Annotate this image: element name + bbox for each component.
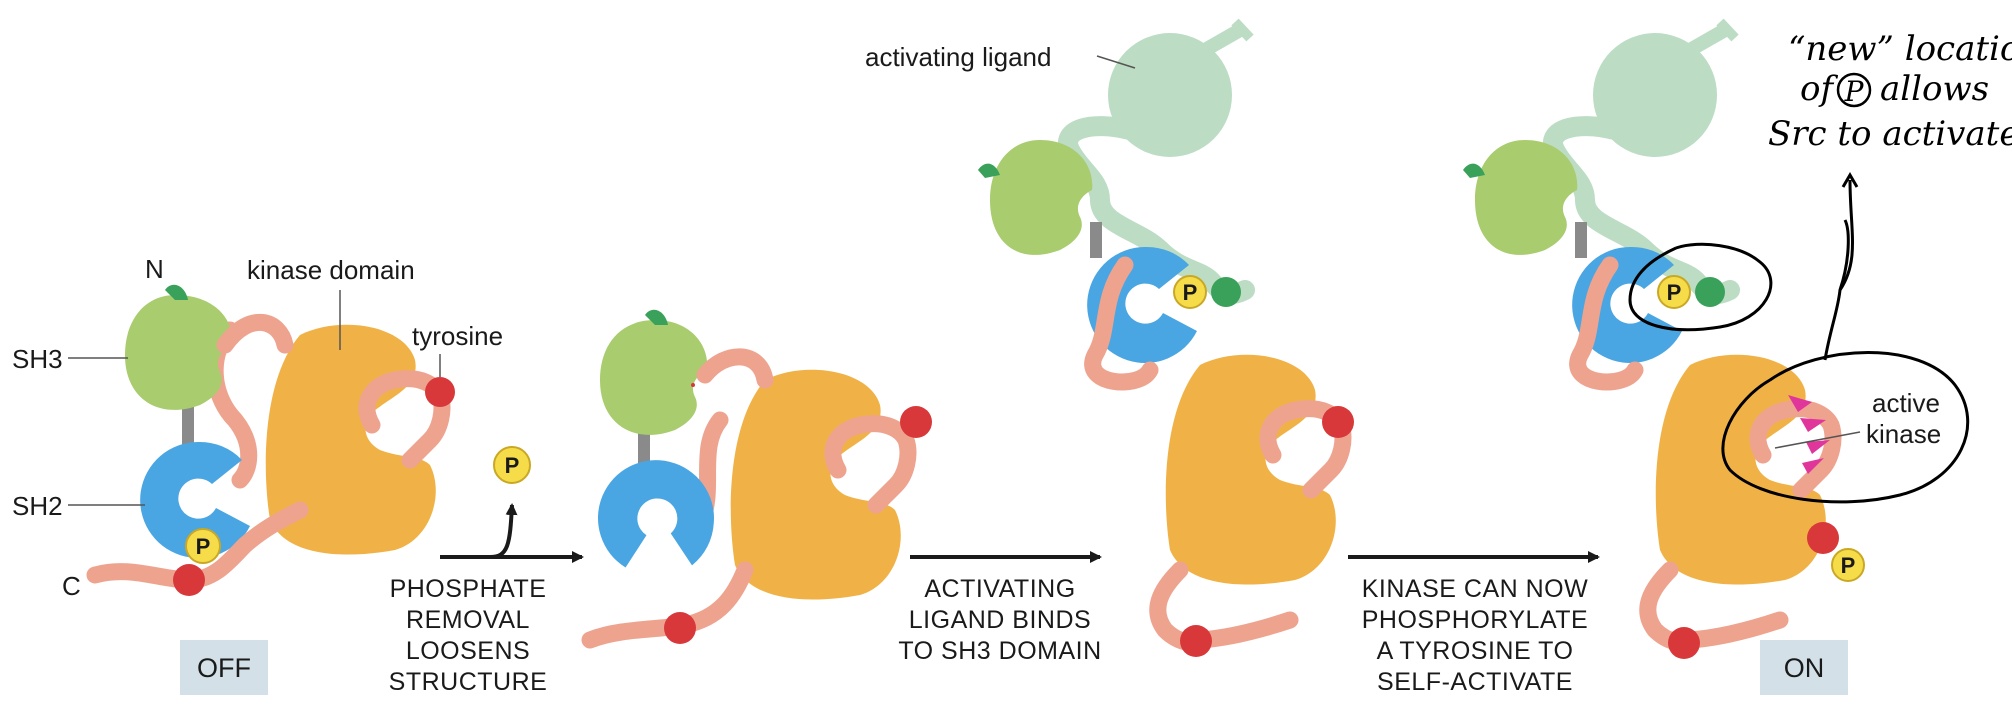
- phosphate-4: [1657, 275, 1691, 309]
- sh3-sh2-connector-3: [1090, 222, 1102, 258]
- phosphate-label-3: P: [1183, 280, 1198, 305]
- tail-tyrosine-2: [664, 612, 696, 644]
- caption-step3-line3: A TYROSINE TO: [1377, 637, 1574, 665]
- caption-step1-line1: PHOSPHATE: [390, 575, 547, 603]
- n-terminus-tab: [165, 284, 188, 300]
- caption-step3-line2: PHOSPHORYLATE: [1362, 606, 1588, 634]
- label-activating-ligand: activating ligand: [865, 42, 1051, 72]
- state-box-on: [1760, 640, 1848, 695]
- caption-step1-line2: REMOVAL: [406, 606, 530, 634]
- panel-loosened: [581, 309, 932, 649]
- leader-ligand: [1096, 55, 1136, 69]
- tail-tyrosine-4: [1668, 627, 1700, 659]
- tyrosine-loop-4: [1749, 400, 1842, 499]
- phosphate-new: [1831, 548, 1865, 582]
- linker-sh2-kinase-3: [1084, 256, 1159, 391]
- activating-ligand: [1058, 18, 1255, 305]
- sh3-domain-4: [1475, 140, 1578, 255]
- label-kinase-domain: kinase domain: [247, 255, 415, 285]
- kinase-domain-3: [1165, 354, 1336, 585]
- step-3: KINASE CAN NOW PHOSPHORYLATE A TYROSINE …: [1348, 551, 1600, 696]
- caption-step1-line3: LOOSENS: [406, 637, 530, 665]
- sh3-domain-3: [990, 140, 1093, 255]
- ligand-ball-3: [1211, 277, 1241, 307]
- label-sh2: SH2: [12, 491, 63, 521]
- linker-sh3: [216, 313, 294, 354]
- c-terminal-tail: [86, 501, 309, 589]
- tyrosine-phosphorylated: [1807, 522, 1839, 554]
- n-terminus-tab-2: [645, 309, 668, 325]
- sh3-domain-2: [600, 320, 708, 435]
- handwritten-circle-kinase: [1721, 351, 1970, 504]
- caption-step2-line3: TO SH3 DOMAIN: [898, 637, 1101, 665]
- leader-active-kinase: [1774, 431, 1861, 449]
- caption-step3-line4: SELF-ACTIVATE: [1377, 668, 1573, 696]
- phosphate-label: P: [196, 534, 211, 559]
- label-tyrosine: tyrosine: [412, 321, 503, 351]
- label-kinase: kinase: [1866, 419, 1941, 449]
- sh3-sh2-connector-4: [1575, 222, 1587, 258]
- state-on-label: ON: [1784, 653, 1825, 683]
- ligand-ball-4: [1695, 277, 1725, 307]
- annotation-line1: “new” location: [1788, 29, 2012, 69]
- arrow-phosphate-release: [489, 503, 518, 559]
- linker-sh3-2: [696, 348, 774, 389]
- annotation-line2-post: allows: [1880, 69, 1989, 109]
- panel-ligand-bound: P activating ligand: [865, 18, 1354, 657]
- handwritten-circle-phosphate: [1628, 242, 1773, 332]
- caption-step2-line2: LIGAND BINDS: [909, 606, 1091, 634]
- state-box-off: [180, 640, 268, 695]
- tyrosine-residue-2: [900, 406, 932, 438]
- sh3-pocket: [691, 383, 695, 387]
- active-spikes: [1788, 395, 1830, 474]
- panel-on: P P active kinase ON “new” location of P…: [1463, 18, 2012, 695]
- phosphate-bound: [185, 528, 221, 564]
- caption-step1-line4: STRUCTURE: [389, 668, 548, 696]
- annotation-circled-p: [1836, 72, 1872, 108]
- tail-tyrosine-3: [1180, 625, 1212, 657]
- label-n: N: [145, 254, 164, 284]
- activating-ligand-4: [1543, 18, 1740, 305]
- state-off-label: OFF: [197, 653, 251, 683]
- tyrosine-residue-3: [1322, 406, 1354, 438]
- phosphate-new-label: P: [1841, 553, 1856, 578]
- label-c: C: [62, 571, 81, 601]
- sh3-domain: [125, 295, 233, 410]
- handwritten-connector: [1823, 219, 1850, 361]
- step-2: ACTIVATING LIGAND BINDS TO SH3 DOMAIN: [898, 551, 1102, 665]
- phosphate-released: [493, 446, 531, 484]
- annotation-line3: Src to activate: [1768, 114, 2012, 154]
- phosphate-released-label: P: [505, 453, 520, 478]
- kinase-domain-4: [1655, 354, 1826, 585]
- tyrosine-residue: [425, 377, 455, 407]
- tyrosine-loop-2: [824, 415, 917, 514]
- phosphate-3: [1173, 275, 1207, 309]
- panel-off: P N SH3 SH2 C kinase domain tyrosine OFF: [12, 254, 503, 695]
- tail-tyrosine: [173, 564, 205, 596]
- kinase-domain-2: [730, 369, 901, 600]
- caption-step3-line1: KINASE CAN NOW: [1362, 575, 1588, 603]
- linker-sh2-kinase-4: [1569, 256, 1644, 391]
- caption-step2-line1: ACTIVATING: [924, 575, 1075, 603]
- phosphate-label-4: P: [1667, 280, 1682, 305]
- label-active: active: [1872, 388, 1940, 418]
- annotation-circled-p-label: P: [1844, 75, 1865, 108]
- label-sh3: SH3: [12, 344, 63, 374]
- n-terminus-tab-4: [1463, 163, 1485, 178]
- annotation-line2-pre: of: [1800, 69, 1838, 109]
- step-1: P PHOSPHATE REMOVAL LOOSENS STRUCTURE: [389, 446, 584, 696]
- sh3-sh2-connector: [182, 400, 194, 450]
- n-terminus-tab-3: [978, 163, 1000, 178]
- handwritten-arrow: [1838, 172, 1859, 291]
